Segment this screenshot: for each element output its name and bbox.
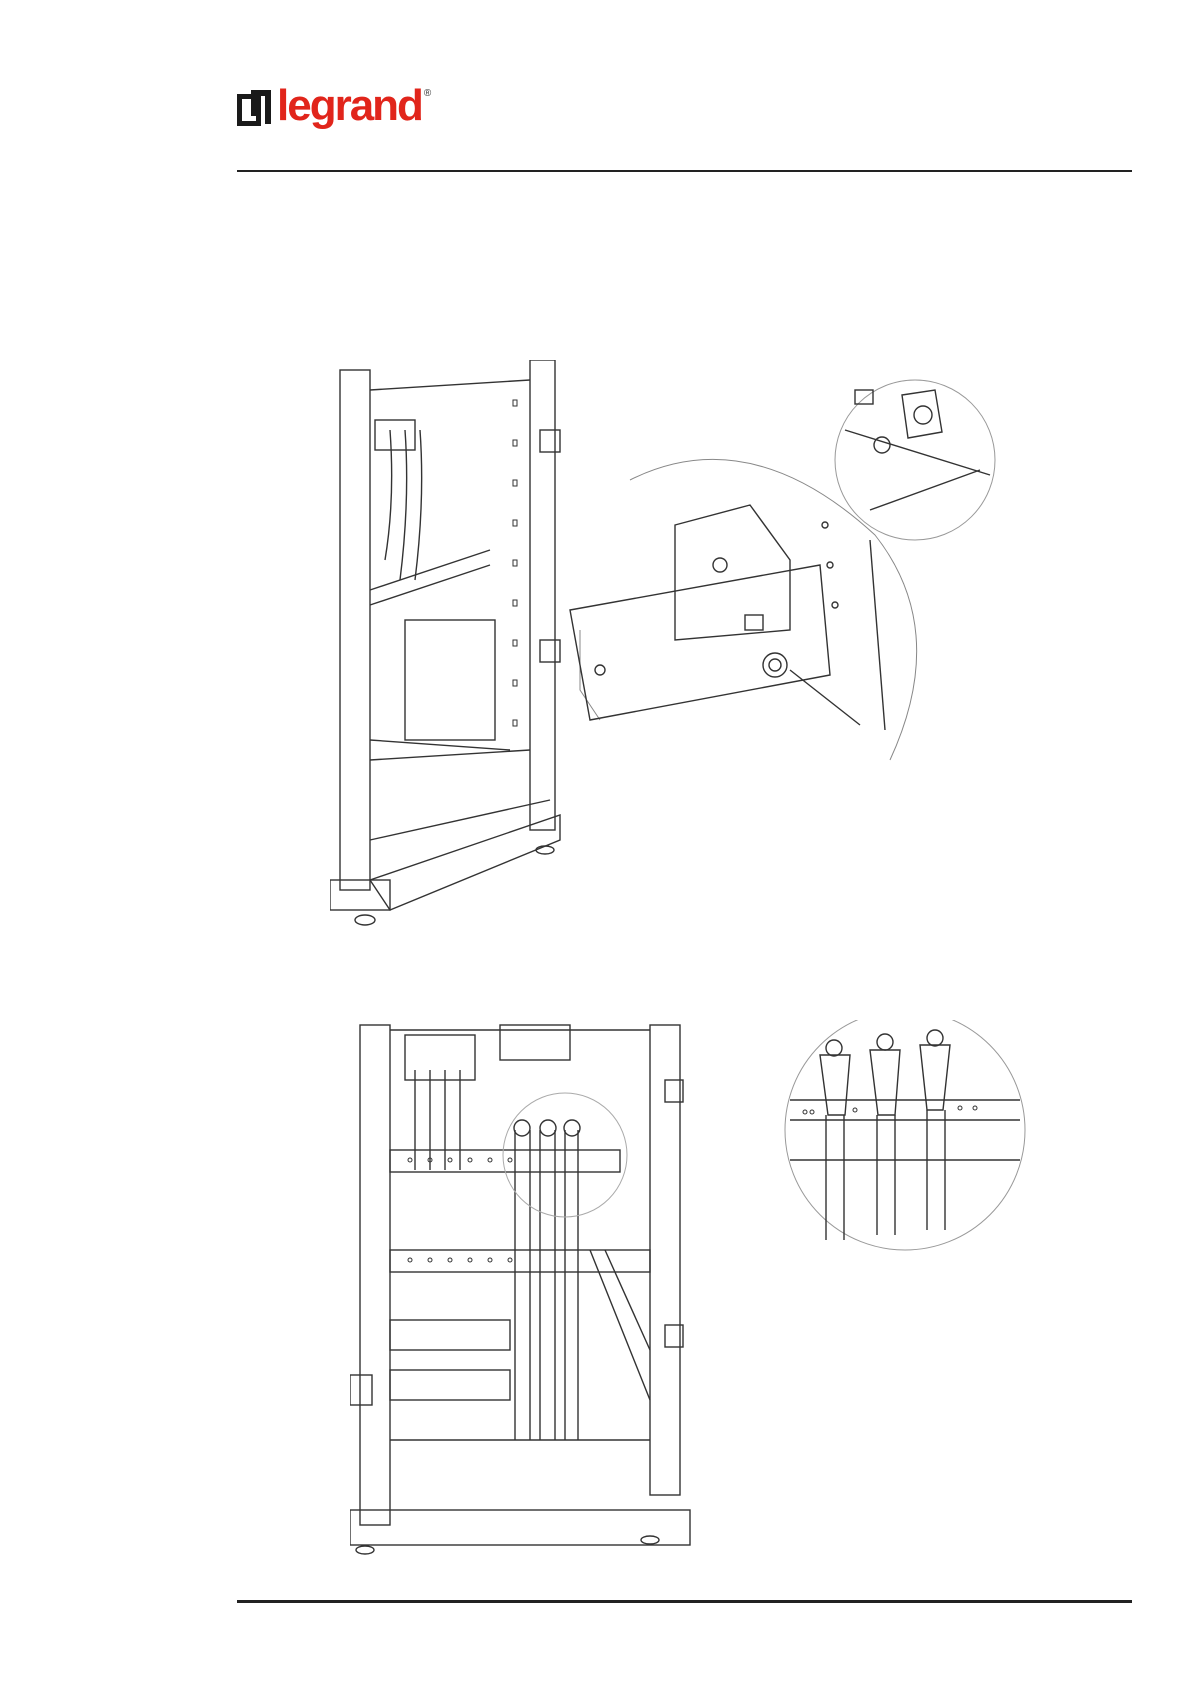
cabinet-cable-clamp-figure <box>350 1020 1030 1580</box>
registered-mark: ® <box>424 88 431 99</box>
legrand-logo: legrand ® <box>237 86 431 132</box>
footer-rule <box>237 1600 1132 1603</box>
cabinet-assembly-illustration-icon <box>330 360 1070 970</box>
logo-wordmark: legrand <box>277 86 422 126</box>
cabinet-frame-bracket-figure <box>330 360 1070 970</box>
cable-lugs-detail-illustration-icon <box>350 1020 1030 1580</box>
header-rule <box>237 170 1132 172</box>
legrand-mark-icon <box>237 90 271 128</box>
